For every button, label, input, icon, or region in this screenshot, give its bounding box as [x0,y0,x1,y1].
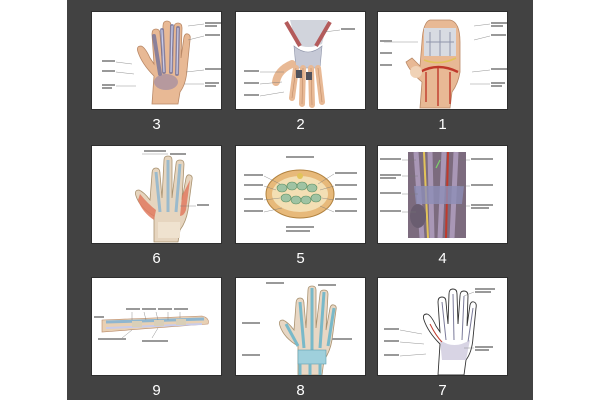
slide-thumbnail-4[interactable] [378,146,507,243]
slide-thumbnail-1[interactable] [378,12,507,109]
slide-number: 8 [296,382,305,399]
hand-dorsal-muscles-illustration [135,150,209,243]
slide-thumbnail-9[interactable] [92,278,221,375]
slide-number: 1 [438,116,447,133]
slide-number: 6 [152,250,161,267]
slide-thumbnail-7[interactable] [378,278,507,375]
hand-palm-arteries-illustration [380,19,507,109]
finger-lateral-tendon-illustration [94,308,209,342]
hand-dorsal-tendons-illustration [242,282,352,375]
slide-number: 9 [152,382,161,399]
slide-number: 2 [296,116,305,133]
slide-thumbnail-6[interactable] [92,146,221,243]
hand-palm-spaces-illustration [384,288,495,375]
slide-number: 5 [296,250,305,267]
slide-number: 4 [438,250,447,267]
hand-palm-ligaments-illustration [244,20,355,108]
slide-number: 7 [438,382,447,399]
slide-thumbnail-3[interactable] [92,12,221,109]
slide-number: 3 [152,116,161,133]
slide-thumbnail-5[interactable] [236,146,365,243]
slide-thumbnail-2[interactable] [236,12,365,109]
wrist-cross-section-illustration [244,156,357,232]
slide-sorter-panel: 3 2 [67,0,533,400]
wrist-nerves-closeup-illustration [380,151,493,239]
slide-thumbnail-8[interactable] [236,278,365,375]
hand-palm-tendons-illustration [101,20,221,105]
